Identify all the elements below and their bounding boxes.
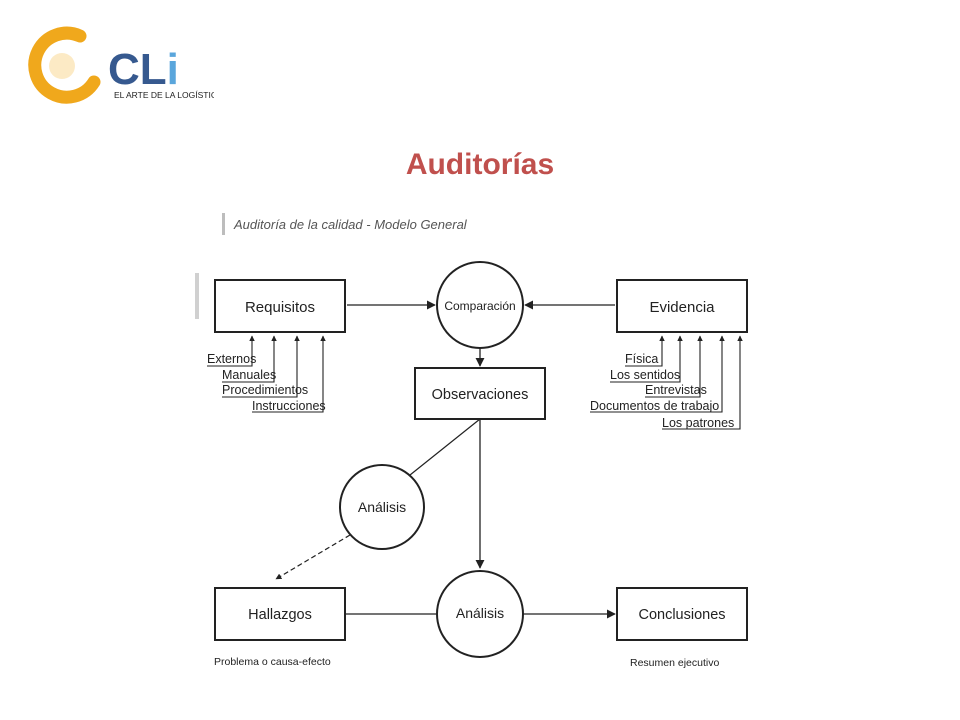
arrow-analisis-1-to-hallazgos: [275, 534, 351, 580]
logo-ring-center: [49, 53, 75, 79]
input-arrow-manuales: [222, 335, 277, 383]
logo-tagline: EL ARTE DE LA LOGÍSTICA: [114, 90, 214, 100]
comparacion-label: Comparación: [444, 299, 515, 313]
company-logo: CLi EL ARTE DE LA LOGÍSTICA: [22, 24, 223, 112]
evidencia-inputs: Física Los sentidos Entrevistas Document…: [590, 335, 743, 430]
input-fisica: Física: [625, 352, 658, 366]
logo-ring-icon: [28, 26, 101, 104]
input-arrow-procedimientos: [222, 335, 300, 398]
hallazgos-note: Problema o causa-efecto: [214, 656, 331, 668]
requisitos-label: Requisitos: [245, 299, 315, 316]
input-arrow-externos: [207, 335, 255, 367]
requisitos-inputs: Externos Manuales Procedimientos Instruc…: [207, 335, 326, 413]
left-edge-mark: [195, 273, 199, 319]
quality-audit-diagram: Auditoría de la calidad - Modelo General…: [190, 205, 780, 685]
hallazgos-label: Hallazgos: [248, 607, 312, 623]
input-arrow-documentos: [590, 335, 725, 413]
evidencia-box: [616, 279, 748, 333]
input-manuales: Manuales: [222, 368, 276, 382]
input-sentidos: Los sentidos: [610, 368, 680, 382]
logo-graphic: CLi EL ARTE DE LA LOGÍSTICA: [28, 26, 223, 104]
input-entrevistas: Entrevistas: [645, 383, 707, 397]
input-arrow-sentidos: [610, 335, 683, 383]
input-documentos: Documentos de trabajo: [590, 399, 719, 413]
input-arrow-instrucciones: [252, 335, 326, 413]
observaciones-label: Observaciones: [432, 387, 529, 403]
conclusiones-label: Conclusiones: [638, 607, 725, 623]
input-arrow-entrevistas: [645, 335, 703, 398]
logo-brand: CLi: [108, 45, 179, 94]
line-observaciones-to-analisis-1: [409, 418, 481, 476]
conclusiones-box: [616, 587, 748, 641]
evidencia-label: Evidencia: [649, 299, 715, 316]
input-instrucciones: Instrucciones: [252, 399, 326, 413]
analisis-1-circle: [339, 464, 425, 550]
input-procedimientos: Procedimientos: [222, 383, 308, 397]
caption-bar: [222, 213, 225, 235]
requisitos-box: [214, 279, 346, 333]
input-arrow-patrones: [662, 335, 743, 430]
analisis-1-label: Análisis: [358, 499, 406, 515]
input-externos: Externos: [207, 352, 256, 366]
page-title: Auditorías: [405, 148, 555, 181]
diagram-canvas: Auditoría de la calidad - Modelo General…: [195, 213, 748, 669]
conclusiones-note: Resumen ejecutivo: [630, 657, 719, 669]
input-arrow-fisica: [625, 335, 665, 367]
diagram-caption: Auditoría de la calidad - Modelo General: [233, 217, 468, 232]
analisis-2-label: Análisis: [456, 605, 504, 621]
input-patrones: Los patrones: [662, 416, 734, 430]
